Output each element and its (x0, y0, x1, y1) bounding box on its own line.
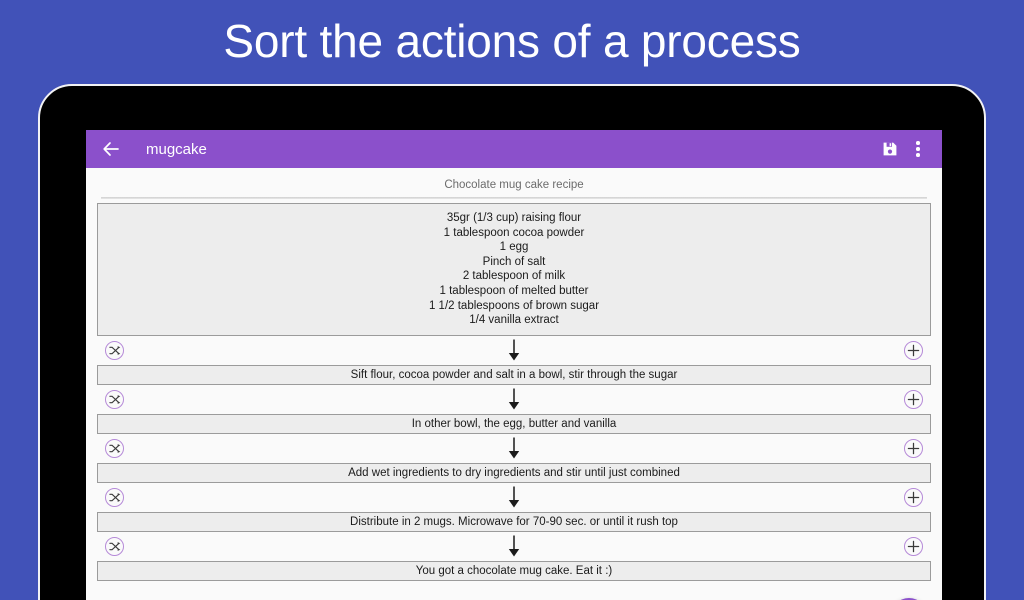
app-title: mugcake (146, 140, 207, 158)
add-step-button[interactable] (904, 536, 923, 556)
add-step-button[interactable] (904, 487, 923, 507)
step-box[interactable]: Distribute in 2 mugs. Microwave for 70-9… (97, 511, 931, 532)
flow-arrow (504, 485, 524, 509)
add-step-button[interactable] (904, 389, 923, 409)
shuffle-button[interactable] (105, 487, 124, 507)
flow-arrow (504, 338, 524, 362)
edit-fab[interactable] (890, 598, 928, 600)
step-connector-row (97, 532, 931, 561)
ingredient-line: 2 tablespoon of milk (462, 270, 566, 283)
ingredient-line: 35gr (1/3 cup) raising flour (446, 212, 582, 224)
ingredient-line: 1 egg (499, 241, 529, 254)
plus-circle-icon (907, 442, 920, 454)
arrow-down-icon (508, 388, 520, 410)
ingredient-line: 1 tablespoon of melted butter (439, 284, 589, 297)
device-screen: mugcake Chocolate mug cake recipe (86, 130, 942, 600)
ingredients-panel[interactable]: 35gr (1/3 cup) raising flour 1 tablespoon… (97, 203, 931, 336)
shuffle-icon (108, 394, 120, 404)
ingredient-line: 1/4 vanilla extract (469, 314, 559, 327)
overflow-menu-button[interactable] (904, 135, 932, 163)
flow-arrow (504, 436, 524, 460)
arrow-down-icon (508, 437, 520, 459)
step-box[interactable]: In other bowl, the egg, butter and vanil… (97, 413, 931, 434)
step-box[interactable]: Sift flour, cocoa powder and salt in a b… (97, 364, 931, 385)
step-connector-row (97, 483, 931, 512)
add-step-button[interactable] (904, 340, 923, 360)
save-button[interactable] (876, 135, 904, 163)
flow-arrow (504, 387, 524, 411)
shuffle-button[interactable] (105, 340, 124, 360)
shuffle-icon (108, 443, 120, 453)
shuffle-icon (108, 492, 120, 502)
step-box[interactable]: You got a chocolate mug cake. Eat it :) (97, 560, 931, 581)
add-step-button[interactable] (904, 438, 923, 458)
arrow-left-icon (103, 142, 119, 156)
arrow-down-icon (508, 535, 520, 557)
ingredient-line: 1 1/2 tablespoons of brown sugar (428, 299, 600, 312)
flow-arrow (504, 534, 524, 558)
shuffle-icon (108, 345, 120, 355)
shuffle-icon (108, 541, 120, 551)
back-button[interactable] (98, 136, 124, 162)
recipe-content: Chocolate mug cake recipe 35gr (1/3 cup)… (86, 168, 942, 600)
promo-headline: Sort the actions of a process (223, 15, 801, 67)
shuffle-button[interactable] (105, 389, 124, 409)
plus-circle-icon (907, 344, 920, 356)
tablet-device-frame: mugcake Chocolate mug cake recipe (38, 84, 986, 600)
recipe-title: Chocolate mug cake recipe (444, 179, 584, 191)
ingredient-line: Pinch of salt (482, 255, 546, 268)
plus-circle-icon (907, 393, 920, 405)
shuffle-button[interactable] (105, 438, 124, 458)
step-connector-row (97, 434, 931, 463)
arrow-down-icon (508, 339, 520, 361)
plus-circle-icon (907, 540, 920, 552)
app-bar: mugcake (86, 130, 942, 168)
ingredient-line: 1 tablespoon cocoa powder (443, 226, 585, 239)
step-connector-row (97, 336, 931, 365)
title-divider (101, 197, 927, 199)
shuffle-button[interactable] (105, 536, 124, 556)
overflow-menu-icon (916, 141, 920, 157)
plus-circle-icon (907, 491, 920, 503)
step-box[interactable]: Add wet ingredients to dry ingredients a… (97, 462, 931, 483)
step-connector-row (97, 385, 931, 414)
steps-container: Sift flour, cocoa powder and salt in a b… (97, 336, 931, 581)
arrow-down-icon (508, 486, 520, 508)
save-icon (883, 142, 897, 156)
